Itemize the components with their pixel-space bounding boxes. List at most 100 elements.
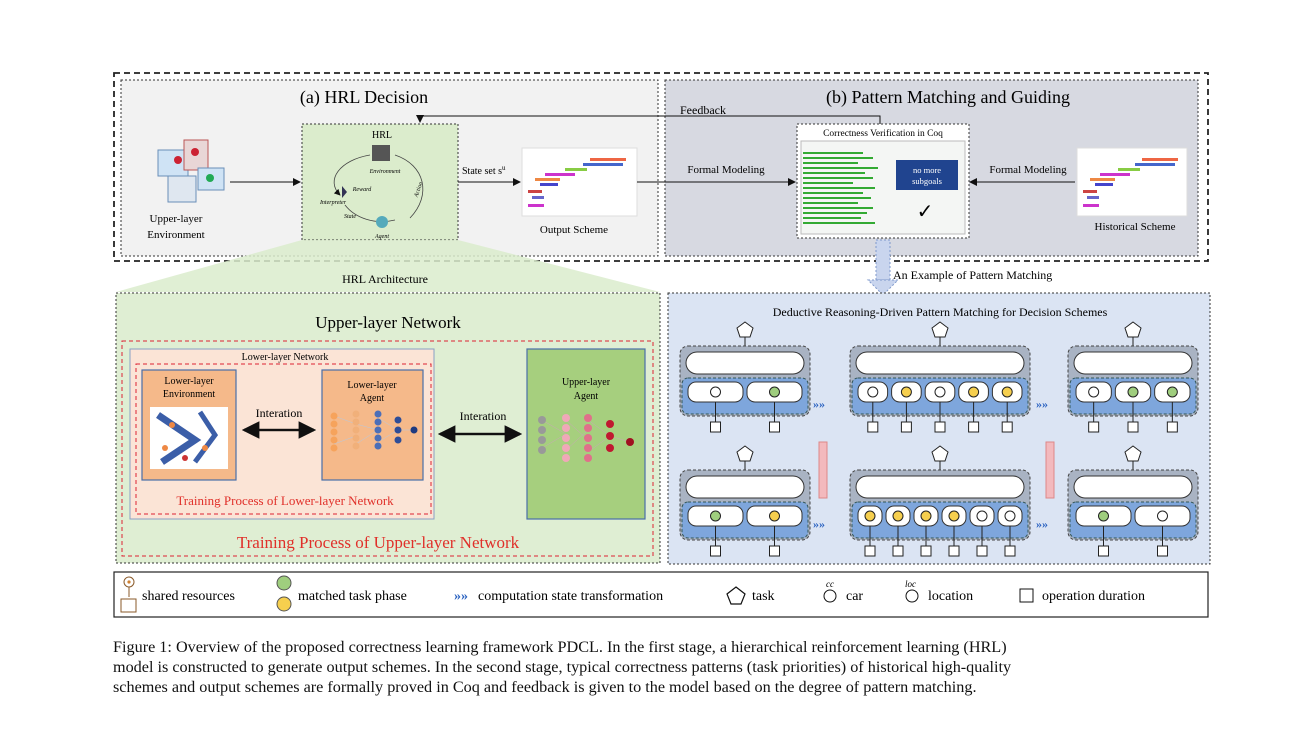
phase-circle	[769, 510, 780, 522]
panel-d-title: Deductive Reasoning-Driven Pattern Match…	[773, 305, 1108, 319]
coq-code-lines	[803, 152, 878, 224]
interation-label-2: Interation	[460, 409, 507, 423]
car-circle-icon	[823, 589, 837, 603]
historical-scheme-label: Historical Scheme	[1095, 221, 1176, 233]
panel-a-title: (a) HRL Decision	[300, 87, 428, 108]
lower-environment-illustration	[150, 407, 228, 469]
panel-d: Deductive Reasoning-Driven Pattern Match…	[667, 292, 1211, 565]
task-pentagon-icon	[726, 586, 746, 605]
formal-modeling-right: Formal Modeling	[989, 164, 1067, 176]
feedback-label: Feedback	[680, 103, 726, 117]
operation-square	[934, 421, 946, 433]
lower-agent-box	[321, 369, 424, 481]
operation-square	[1127, 421, 1139, 433]
figure-caption: Figure 1: Overview of the proposed corre…	[113, 637, 1203, 697]
lower-agent-network	[330, 410, 418, 452]
svg-text:Agent: Agent	[360, 393, 385, 404]
svg-text:loc: loc	[905, 579, 916, 589]
interation-label-1: Interation	[256, 406, 303, 420]
chevron-transition: »»	[813, 397, 825, 411]
pattern-block	[849, 445, 1031, 557]
env-label-2: Environment	[147, 229, 204, 241]
hrl-architecture-connector	[116, 240, 660, 292]
example-down-arrow	[866, 239, 900, 296]
phase-circle	[934, 386, 946, 398]
output-scheme-label: Output Scheme	[540, 224, 608, 236]
no-more-subgoals-box	[896, 160, 958, 190]
agent-icon	[376, 216, 388, 228]
training-upper-label: Training Process of Upper-layer Network	[237, 533, 520, 552]
phase-circle	[1157, 510, 1168, 522]
operation-square	[892, 545, 904, 557]
operation-square	[864, 545, 876, 557]
phase-circle	[1098, 510, 1109, 522]
legend-matched-task-phase: matched task phase	[298, 589, 407, 604]
panel-b-title: (b) Pattern Matching and Guiding	[826, 87, 1070, 108]
caption-line-3: schemes and output schemes are formally …	[113, 678, 977, 696]
upper-environment-icon	[157, 139, 225, 203]
caption-line-1: Figure 1: Overview of the proposed corre…	[113, 638, 1007, 656]
phase-circle	[1088, 386, 1100, 398]
operation-square	[920, 545, 932, 557]
pink-arrow	[1045, 441, 1055, 499]
operation-square	[1088, 421, 1100, 433]
operation-square	[948, 545, 960, 557]
phase-circle	[900, 386, 912, 398]
phase-circle	[1166, 386, 1178, 398]
operation-duration-square-icon	[1019, 588, 1034, 603]
phase-circle	[968, 386, 980, 398]
svg-text:Lower-layer: Lower-layer	[347, 380, 397, 391]
panel-c: Upper-layer Network Lower-layer Network …	[115, 292, 661, 564]
caption-line-2: model is constructed to generate output …	[113, 658, 1012, 676]
svg-text:Agent: Agent	[574, 391, 599, 402]
yellow-phase-icon	[276, 596, 292, 612]
legend-task: task	[752, 589, 775, 604]
operation-square	[1098, 545, 1109, 557]
training-lower-label: Training Process of Lower-layer Network	[176, 493, 394, 508]
coq-title: Correctness Verification in Coq	[823, 128, 943, 139]
svg-text:Upper-layer: Upper-layer	[562, 377, 611, 388]
operation-square	[1001, 421, 1013, 433]
environment-square	[372, 145, 390, 161]
chevrons-icon: »»	[454, 589, 468, 604]
hrl-architecture-label: HRL Architecture	[342, 272, 428, 286]
phase-circle	[892, 510, 904, 522]
legend-shared-resources: shared resources	[142, 589, 235, 604]
operation-square	[769, 545, 780, 557]
pink-arrow	[818, 441, 828, 499]
operation-square	[1157, 545, 1168, 557]
phase-circle	[1004, 510, 1016, 522]
example-label: An Example of Pattern Matching	[893, 268, 1052, 282]
phase-circle	[948, 510, 960, 522]
svg-text:Lower-layer: Lower-layer	[164, 376, 214, 387]
svg-text:cc: cc	[826, 579, 834, 589]
output-scheme-chart	[521, 147, 638, 217]
pattern-block	[849, 321, 1031, 433]
svg-text:no more: no more	[913, 165, 941, 175]
legend-operation-duration: operation duration	[1042, 589, 1145, 604]
phase-circle	[867, 386, 879, 398]
svg-text:State: State	[344, 214, 356, 220]
upper-agent-network	[538, 414, 634, 462]
operation-square	[900, 421, 912, 433]
phase-circle	[710, 510, 721, 522]
state-set-label: State set su	[462, 164, 506, 177]
phase-circle	[1127, 386, 1139, 398]
svg-text:Agent: Agent	[374, 234, 389, 240]
chevron-transition: »»	[1036, 397, 1048, 411]
pattern-block	[1067, 445, 1199, 557]
upper-network-title: Upper-layer Network	[315, 313, 461, 332]
pattern-blocks: »»»»»»»»	[679, 321, 1199, 557]
phase-circle	[1001, 386, 1013, 398]
phase-circle	[710, 386, 721, 398]
panel-a: (a) HRL Decision Upper-layer Environment…	[120, 79, 659, 257]
svg-text:Environment: Environment	[369, 169, 401, 175]
svg-text:subgoals: subgoals	[912, 176, 942, 186]
operation-square	[710, 545, 721, 557]
phase-circle	[864, 510, 876, 522]
operation-square	[867, 421, 879, 433]
phase-circle	[976, 510, 988, 522]
svg-text:Action: Action	[413, 181, 424, 199]
legend-location: location	[928, 589, 973, 604]
